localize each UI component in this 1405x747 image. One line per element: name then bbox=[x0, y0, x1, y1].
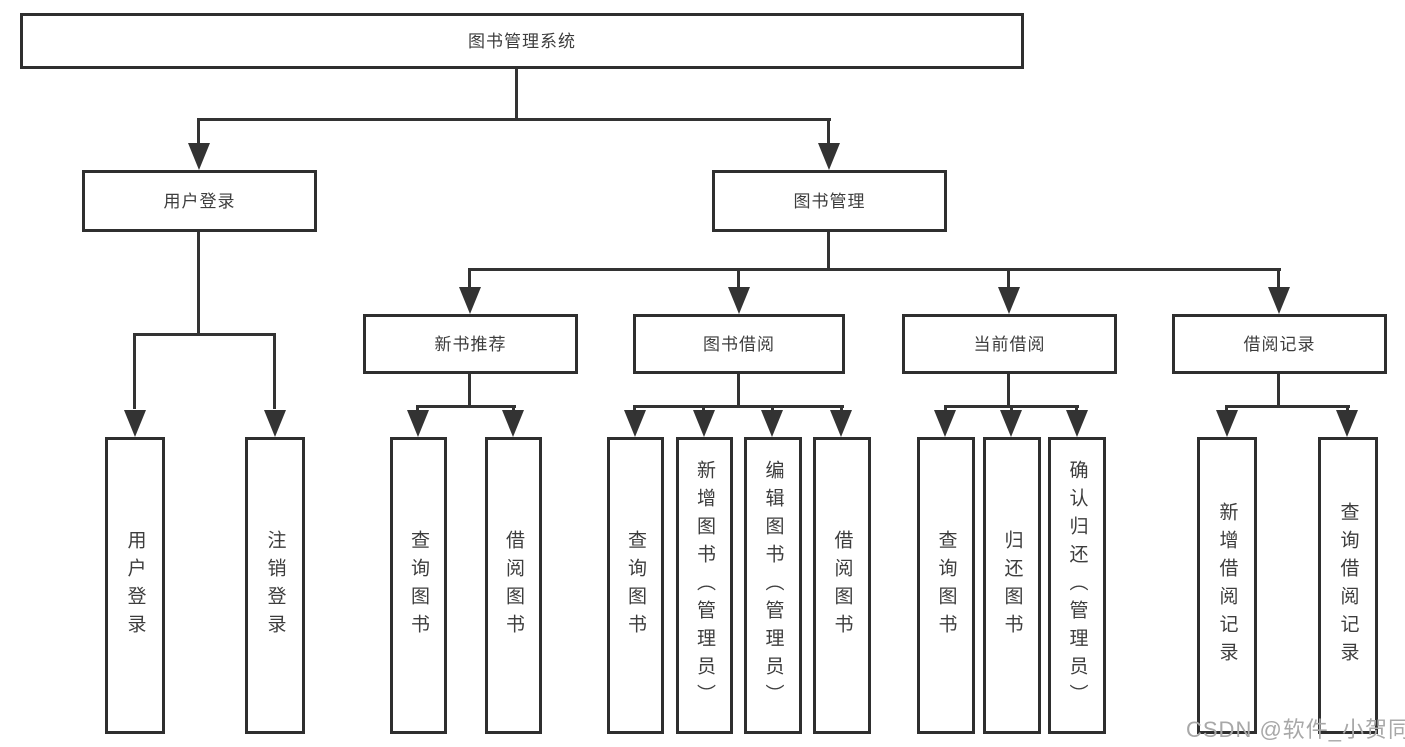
arrow-down-icon bbox=[934, 410, 956, 437]
connector-line bbox=[197, 118, 831, 121]
connector-line bbox=[468, 374, 471, 407]
node-borrow-records: 借阅记录 bbox=[1172, 314, 1387, 374]
node-root: 图书管理系统 bbox=[20, 13, 1024, 69]
leaf-newbook-borrow-books-label: 借阅图书 bbox=[503, 529, 524, 642]
connector-line bbox=[197, 232, 200, 335]
node-user-login: 用户登录 bbox=[82, 170, 317, 232]
connector-line bbox=[273, 333, 276, 409]
leaf-logout-login: 注销登录 bbox=[245, 437, 305, 734]
arrow-down-icon bbox=[1216, 410, 1238, 437]
csdn-watermark: CSDN @软件_小贺同学 bbox=[1186, 717, 1405, 742]
connector-line bbox=[416, 405, 516, 408]
leaf-newbook-query-books: 查询图书 bbox=[390, 437, 447, 734]
leaf-user-login-label: 用户登录 bbox=[124, 529, 146, 642]
arrow-down-icon bbox=[693, 410, 715, 437]
node-current-borrow-label: 当前借阅 bbox=[973, 334, 1046, 354]
leaf-records-query-borrow-record-label: 查询借阅记录 bbox=[1337, 501, 1359, 670]
node-user-login-label: 用户登录 bbox=[163, 191, 236, 211]
leaf-borrow-add-books-admin-label: 新增图书（管理员） bbox=[694, 459, 715, 712]
leaf-newbook-query-books-label: 查询图书 bbox=[408, 529, 429, 642]
arrow-down-icon bbox=[998, 287, 1020, 314]
arrow-down-icon bbox=[188, 143, 210, 170]
connector-line bbox=[197, 118, 200, 148]
leaf-current-confirm-return-admin: 确认归还（管理员） bbox=[1048, 437, 1106, 734]
arrow-down-icon bbox=[1268, 287, 1290, 314]
connector-line bbox=[468, 268, 471, 292]
connector-line bbox=[1277, 268, 1280, 292]
leaf-records-query-borrow-record: 查询借阅记录 bbox=[1318, 437, 1378, 734]
leaf-borrow-add-books-admin: 新增图书（管理员） bbox=[676, 437, 733, 734]
arrow-down-icon bbox=[502, 410, 524, 437]
node-borrow-records-label: 借阅记录 bbox=[1243, 334, 1316, 354]
arrow-down-icon bbox=[728, 287, 750, 314]
arrow-down-icon bbox=[459, 287, 481, 314]
node-current-borrow: 当前借阅 bbox=[902, 314, 1117, 374]
node-book-management-label: 图书管理 bbox=[793, 191, 866, 211]
arrow-down-icon bbox=[264, 410, 286, 437]
leaf-records-add-borrow-record-label: 新增借阅记录 bbox=[1216, 501, 1238, 670]
leaf-current-confirm-return-admin-label: 确认归还（管理员） bbox=[1066, 459, 1088, 712]
arrow-down-icon bbox=[624, 410, 646, 437]
connector-line bbox=[1225, 405, 1350, 408]
connector-line bbox=[737, 268, 740, 292]
leaf-user-login: 用户登录 bbox=[105, 437, 165, 734]
node-new-book-recommend-label: 新书推荐 bbox=[434, 334, 507, 354]
leaf-newbook-borrow-books: 借阅图书 bbox=[485, 437, 542, 734]
connector-line bbox=[515, 69, 518, 121]
arrow-down-icon bbox=[1000, 410, 1022, 437]
connector-line bbox=[827, 232, 830, 270]
arrow-down-icon bbox=[830, 410, 852, 437]
arrow-down-icon bbox=[407, 410, 429, 437]
connector-line bbox=[1277, 374, 1280, 407]
leaf-records-add-borrow-record: 新增借阅记录 bbox=[1197, 437, 1257, 734]
connector-line bbox=[133, 333, 136, 409]
leaf-current-return-books-label: 归还图书 bbox=[1001, 529, 1023, 642]
leaf-borrow-query-books: 查询图书 bbox=[607, 437, 664, 734]
connector-line bbox=[737, 374, 740, 407]
arrow-down-icon bbox=[761, 410, 783, 437]
connector-line bbox=[1007, 268, 1010, 292]
node-new-book-recommend: 新书推荐 bbox=[363, 314, 578, 374]
node-book-management: 图书管理 bbox=[712, 170, 947, 232]
node-book-borrow-label: 图书借阅 bbox=[703, 334, 775, 354]
leaf-current-query-books: 查询图书 bbox=[917, 437, 975, 734]
node-root-label: 图书管理系统 bbox=[468, 31, 576, 51]
connector-line bbox=[1007, 374, 1010, 407]
leaf-borrow-edit-books-admin-label: 编辑图书（管理员） bbox=[762, 459, 784, 712]
arrow-down-icon bbox=[818, 143, 840, 170]
leaf-borrow-borrow-books-label: 借阅图书 bbox=[831, 529, 853, 642]
node-book-borrow: 图书借阅 bbox=[633, 314, 845, 374]
connector-line bbox=[133, 333, 276, 336]
connector-line bbox=[633, 405, 844, 408]
arrow-down-icon bbox=[1336, 410, 1358, 437]
leaf-current-query-books-label: 查询图书 bbox=[935, 529, 957, 642]
arrow-down-icon bbox=[124, 410, 146, 437]
leaf-current-return-books: 归还图书 bbox=[983, 437, 1041, 734]
connector-line bbox=[468, 268, 1281, 271]
leaf-borrow-borrow-books: 借阅图书 bbox=[813, 437, 871, 734]
leaf-borrow-query-books-label: 查询图书 bbox=[625, 529, 646, 642]
arrow-down-icon bbox=[1066, 410, 1088, 437]
leaf-borrow-edit-books-admin: 编辑图书（管理员） bbox=[744, 437, 802, 734]
leaf-logout-login-label: 注销登录 bbox=[264, 529, 286, 642]
connector-line bbox=[827, 118, 830, 148]
